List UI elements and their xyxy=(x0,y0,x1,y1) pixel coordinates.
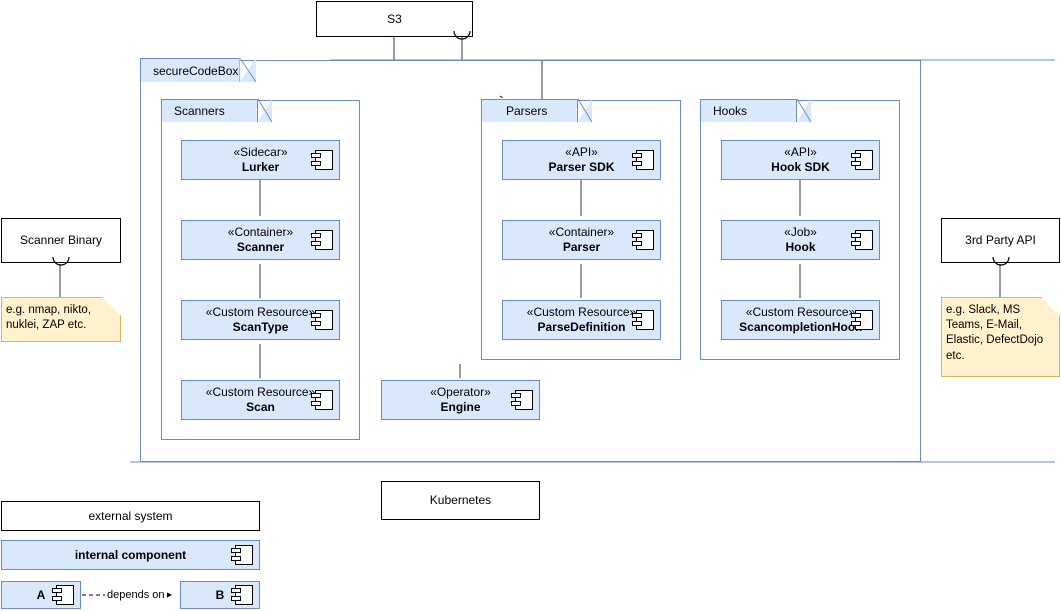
legend-component-b-label: B xyxy=(215,587,225,602)
component-parsedefinition-name: ParseDefinition xyxy=(537,320,626,334)
component-scan-stereotype: «Custom Resource» xyxy=(205,385,316,400)
component-scan-name: Scan xyxy=(246,400,275,414)
component-engine[interactable]: «Operator» Engine xyxy=(381,380,540,420)
component-lurker-name: Lurker xyxy=(241,160,280,174)
component-parser[interactable]: «Container» Parser xyxy=(502,220,661,260)
component-scantype-stereotype: «Custom Resource» xyxy=(205,305,316,320)
note-scanner-examples-text: e.g. nmap, nikto, nuklei, ZAP etc. xyxy=(6,304,92,332)
legend-internal-component: internal component xyxy=(1,540,260,570)
component-hook-stereotype: «Job» xyxy=(784,225,817,240)
uml-component-icon xyxy=(311,150,333,170)
component-parser-name: Parser xyxy=(562,240,601,254)
external-system-scanner-binary-label: Scanner Binary xyxy=(19,233,103,247)
component-engine-name: Engine xyxy=(440,400,481,414)
external-system-scanner-binary[interactable]: Scanner Binary xyxy=(1,218,121,263)
component-lurker[interactable]: «Sidecar» Lurker xyxy=(181,140,340,180)
component-parser-sdk[interactable]: «API» Parser SDK xyxy=(502,140,661,180)
legend-component-b: B xyxy=(180,581,260,609)
uml-component-icon xyxy=(511,390,533,410)
uml-component-icon xyxy=(231,585,253,605)
package-hooks-label: Hooks xyxy=(713,104,748,118)
note-fold-icon xyxy=(102,297,121,316)
uml-component-icon xyxy=(632,310,654,330)
legend-relation-label-text: depends on xyxy=(107,589,165,601)
package-parsers-tab-slant-stroke xyxy=(577,98,593,123)
component-scanner-stereotype: «Container» xyxy=(227,225,294,240)
component-scancompletionhook-name: ScancompletionHook xyxy=(739,320,862,334)
component-scantype-name: ScanType xyxy=(232,320,289,334)
uml-component-icon xyxy=(851,310,873,330)
external-system-s3-label: S3 xyxy=(387,11,402,26)
legend-external-system-label: external system xyxy=(88,508,173,523)
component-parser-sdk-name: Parser SDK xyxy=(548,160,615,174)
legend-component-a-label: A xyxy=(36,587,46,602)
component-hook-name: Hook xyxy=(785,240,816,254)
component-hook-sdk-name: Hook SDK xyxy=(771,160,830,174)
component-hook[interactable]: «Job» Hook xyxy=(721,220,880,260)
external-system-s3[interactable]: S3 xyxy=(316,1,473,37)
note-hook-examples-text: e.g. Slack, MS Teams, E-Mail, Elastic, D… xyxy=(946,304,1044,362)
package-parsers-tab: Parsers xyxy=(481,99,578,122)
component-parsedefinition[interactable]: «Custom Resource» ParseDefinition xyxy=(502,300,661,340)
note-scanner-examples: e.g. nmap, nikto, nuklei, ZAP etc. xyxy=(1,297,121,342)
component-parser-sdk-stereotype: «API» xyxy=(565,145,598,160)
package-scanners-tab-slant-stroke xyxy=(257,98,273,123)
external-system-third-party-api-label: 3rd Party API xyxy=(965,233,1036,247)
component-lurker-stereotype: «Sidecar» xyxy=(233,145,288,160)
component-scantype[interactable]: «Custom Resource» ScanType xyxy=(181,300,340,340)
uml-component-icon xyxy=(52,585,74,605)
scanner-binary-required-interface-icon xyxy=(52,256,70,266)
component-scan[interactable]: «Custom Resource» Scan xyxy=(181,380,340,420)
external-system-third-party-api[interactable]: 3rd Party API xyxy=(941,218,1060,263)
package-hooks-tab-slant-stroke xyxy=(796,98,812,123)
component-engine-stereotype: «Operator» xyxy=(430,385,491,400)
component-parsedefinition-stereotype: «Custom Resource» xyxy=(526,305,637,320)
note-fold-icon xyxy=(1041,297,1060,316)
component-scancompletionhook[interactable]: «Custom Resource» ScancompletionHook xyxy=(721,300,880,340)
external-system-kubernetes-label: Kubernetes xyxy=(429,493,492,507)
uml-component-icon xyxy=(231,545,253,565)
legend-component-a: A xyxy=(1,581,81,609)
component-hook-sdk[interactable]: «API» Hook SDK xyxy=(721,140,880,180)
legend-external-system: external system xyxy=(1,501,260,531)
component-hook-sdk-stereotype: «API» xyxy=(784,145,817,160)
component-scanner-name: Scanner xyxy=(236,240,285,254)
package-securecodebox xyxy=(140,60,921,462)
third-party-api-required-interface-icon xyxy=(992,256,1010,266)
package-securecodebox-tab-slant-stroke xyxy=(239,57,257,83)
uml-component-icon xyxy=(851,150,873,170)
uml-component-icon xyxy=(311,390,333,410)
package-securecodebox-tab: secureCodeBox xyxy=(140,58,240,82)
uml-component-icon xyxy=(311,310,333,330)
package-scanners-label: Scanners xyxy=(174,104,225,118)
component-scancompletionhook-stereotype: «Custom Resource» xyxy=(745,305,856,320)
package-scanners-tab: Scanners xyxy=(161,99,258,122)
component-scanner[interactable]: «Container» Scanner xyxy=(181,220,340,260)
uml-component-icon xyxy=(632,150,654,170)
note-hook-examples: e.g. Slack, MS Teams, E-Mail, Elastic, D… xyxy=(941,297,1060,377)
uml-component-icon xyxy=(632,230,654,250)
legend-internal-component-label: internal component xyxy=(74,547,187,562)
component-parser-stereotype: «Container» xyxy=(548,225,615,240)
package-securecodebox-label: secureCodeBox xyxy=(153,63,239,78)
external-system-kubernetes[interactable]: Kubernetes xyxy=(381,481,540,520)
legend-relation-label: depends on xyxy=(105,589,167,601)
package-parsers-label: Parsers xyxy=(506,104,548,118)
uml-component-icon xyxy=(851,230,873,250)
package-hooks-tab: Hooks xyxy=(700,99,797,122)
uml-component-icon xyxy=(311,230,333,250)
s3-required-interface-icon xyxy=(453,30,471,40)
